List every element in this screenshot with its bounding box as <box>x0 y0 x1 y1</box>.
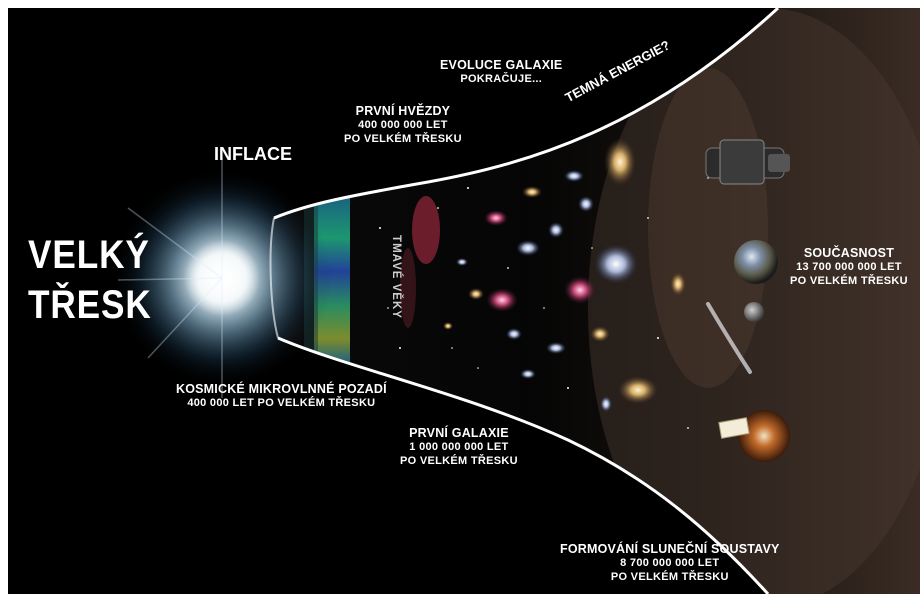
cmb-title: KOSMICKÉ MIKROVLNNÉ POZADÍ <box>176 382 387 396</box>
earth-icon <box>734 240 778 284</box>
galaxy-icon <box>484 210 508 226</box>
comet-icon <box>706 302 752 374</box>
galaxy-icon <box>594 244 638 284</box>
galaxy-icon <box>522 186 542 198</box>
flash-rays <box>117 158 223 398</box>
first-stars-label: PRVNÍ HVĚZDY 400 000 000 LET PO VELKÉM T… <box>344 104 462 146</box>
galaxy-icon <box>468 288 484 300</box>
first-galaxies-label: PRVNÍ GALAXIE 1 000 000 000 LET PO VELKÉ… <box>400 426 518 468</box>
galaxy-evolution-subtitle: POKRAČUJE... <box>460 73 543 86</box>
telescope-icon <box>705 139 790 185</box>
first-galaxies-time: 1 000 000 000 LET <box>409 441 509 454</box>
galaxy-icon <box>548 222 564 238</box>
galaxy-icon <box>564 276 596 304</box>
present-title: SOUČASNOST <box>803 246 895 260</box>
galaxy-icon <box>578 196 594 212</box>
star-specks <box>379 177 709 429</box>
funnel-left-edge <box>269 217 279 339</box>
funnel-top-edge <box>273 8 780 220</box>
first-stars-cloud <box>412 196 440 264</box>
galaxy-field <box>443 138 686 412</box>
inflation-label: INFLACE <box>214 144 292 164</box>
funnel-bottom-edge <box>277 336 770 594</box>
first-stars-time: 400 000 000 LET <box>358 119 448 132</box>
present-after: PO VELKÉM TŘESKU <box>790 274 908 287</box>
right-haze-2 <box>648 68 768 388</box>
galaxy-icon <box>618 376 658 404</box>
first-stars-cloud-2 <box>400 248 416 328</box>
present-label: SOUČASNOST 13 700 000 000 LET PO VELKÉM … <box>790 246 908 288</box>
first-stars-after: PO VELKÉM TŘESKU <box>344 132 462 145</box>
first-galaxies-after: PO VELKÉM TŘESKU <box>400 454 518 467</box>
first-galaxies-title: PRVNÍ GALAXIE <box>409 426 509 440</box>
moon-icon <box>744 302 764 322</box>
galaxy-icon <box>456 258 468 266</box>
first-stars-title: PRVNÍ HVĚZDY <box>355 104 451 118</box>
solar-system-time: 8 700 000 000 LET <box>620 557 720 570</box>
galaxy-icon <box>670 272 686 296</box>
solar-system-after: PO VELKÉM TŘESKU <box>610 570 729 583</box>
big-bang-title: VELKÝ TŘESK <box>28 230 152 330</box>
galaxy-icon <box>443 322 453 330</box>
solar-system-title: FORMOVÁNÍ SLUNEČNÍ SOUSTAVY <box>560 542 780 556</box>
galaxy-evolution-label: EVOLUCE GALAXIE POKRAČUJE... <box>440 58 562 87</box>
galaxy-icon <box>486 288 518 312</box>
galaxy-icon <box>516 240 540 256</box>
galaxy-evolution-title: EVOLUCE GALAXIE <box>440 58 563 72</box>
galaxy-icon <box>520 369 536 379</box>
dark-ages-label: TMAVÉ VĚKY <box>389 235 402 319</box>
galaxy-icon <box>604 138 636 186</box>
solar-system-label: FORMOVÁNÍ SLUNEČNÍ SOUSTAVY 8 700 000 00… <box>560 542 780 584</box>
cmb-label: KOSMICKÉ MIKROVLNNÉ POZADÍ 400 000 LET P… <box>176 382 387 411</box>
galaxy-icon <box>564 170 584 182</box>
galaxy-icon <box>506 328 522 340</box>
universe-timeline-illustration <box>112 8 920 594</box>
cmb-time: 400 000 LET PO VELKÉM TŘESKU <box>187 397 376 410</box>
diagram-frame: VELKÝ TŘESK INFLACE TMAVÉ VĚKY TEMNÁ ENE… <box>8 8 920 594</box>
big-bang-core <box>184 240 260 316</box>
big-bang-line1: VELKÝ <box>28 233 150 277</box>
probe-icon <box>718 410 790 462</box>
galaxy-icon <box>600 396 612 412</box>
galaxy-icon <box>546 342 566 354</box>
right-haze <box>588 8 920 594</box>
present-time: 13 700 000 000 LET <box>796 261 902 274</box>
galaxy-icon <box>590 326 610 342</box>
big-bang-line2: TŘESK <box>28 283 152 327</box>
